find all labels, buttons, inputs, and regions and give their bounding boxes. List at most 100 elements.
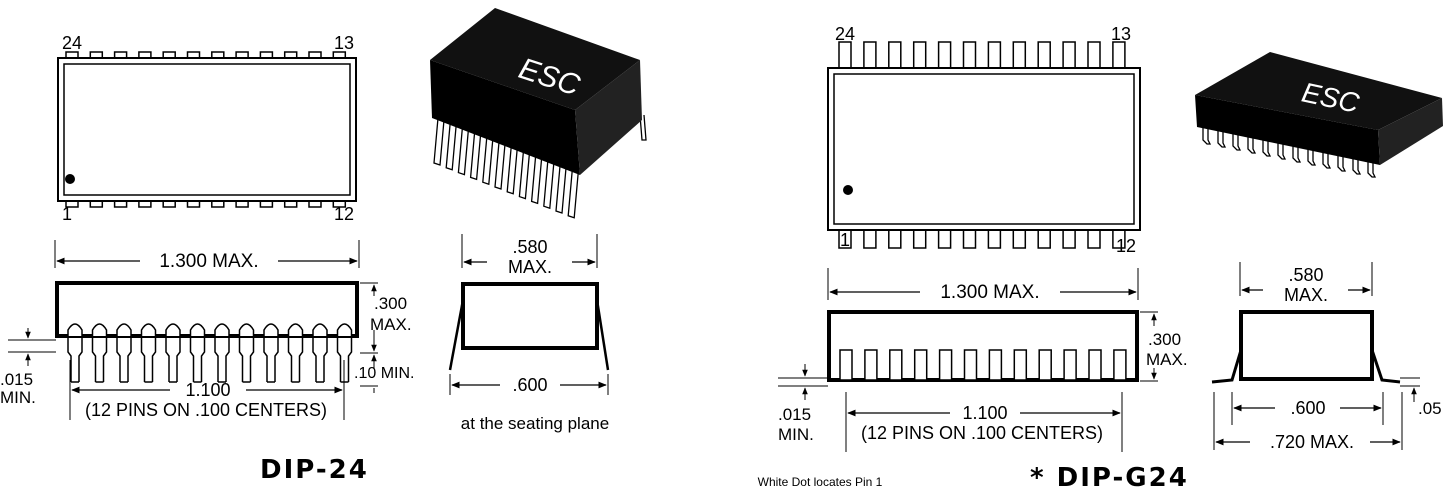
- pin: [263, 336, 279, 383]
- pin: [140, 336, 157, 383]
- leg: [1292, 146, 1302, 163]
- pin: [1038, 349, 1052, 381]
- leg: [518, 151, 531, 200]
- dip24-lead-suffix: MIN.: [0, 388, 36, 407]
- pin-label-24: 24: [62, 33, 82, 53]
- pin: [963, 349, 978, 381]
- pin1-dot: [843, 185, 853, 195]
- leg: [1247, 137, 1257, 154]
- dip24-standoff-label: .10 MIN.: [354, 365, 414, 382]
- pin: [165, 336, 181, 383]
- pin1-dot: [65, 174, 75, 184]
- dip24-side-view: 1.300 MAX. .300 MAX. .10 MIN. .015 MIN. …: [0, 240, 414, 420]
- leg: [469, 132, 482, 181]
- pin: [889, 349, 903, 381]
- leg: [555, 165, 567, 214]
- leg: [1352, 158, 1362, 175]
- leg: [1322, 152, 1332, 169]
- dip24-height-value: .300: [374, 294, 407, 313]
- dipg24-height-value: .300: [1148, 330, 1181, 349]
- leg: [1337, 155, 1347, 172]
- leg: [1262, 140, 1272, 157]
- dipg24-lead-suffix: MIN.: [778, 425, 814, 444]
- leg: [1202, 128, 1212, 145]
- dipg24-width-suffix: MAX.: [1284, 285, 1328, 305]
- pin-shoulder: [336, 323, 353, 336]
- dipg24-bottom-pins: [838, 227, 1126, 249]
- dipg24-row-spacing: .600: [1290, 398, 1325, 418]
- leg: [433, 117, 445, 166]
- pin: [116, 336, 132, 383]
- pin: [1088, 349, 1102, 381]
- pin: [189, 336, 206, 383]
- dip24-pitch-note: (12 PINS ON .100 CENTERS): [85, 400, 327, 420]
- pin-shoulder: [312, 323, 328, 336]
- dipg24-3d-view: ESC: [1195, 52, 1443, 178]
- pin: [91, 336, 108, 383]
- dip24-row-spacing: .600: [512, 375, 547, 395]
- dipg24-length-label: 1.300 MAX.: [940, 282, 1039, 303]
- leg: [457, 127, 470, 176]
- leg: [494, 141, 506, 190]
- dip24-length-label: 1.300 MAX.: [159, 251, 258, 272]
- dipg24-pitch-note: (12 PINS ON .100 CENTERS): [861, 423, 1103, 443]
- pin: [1013, 349, 1028, 381]
- dip24-width-suffix: MAX.: [508, 257, 552, 277]
- dip24-title: DIP-24: [260, 455, 369, 485]
- leg: [482, 137, 494, 186]
- pin: [1063, 349, 1077, 381]
- pin-label-12: 12: [334, 204, 354, 224]
- pin-shoulder: [214, 323, 230, 336]
- dip24-height-suffix: MAX.: [370, 315, 412, 334]
- leg: [567, 170, 579, 219]
- pin: [988, 349, 1003, 381]
- pin-label-13: 13: [334, 33, 354, 53]
- pin: [913, 349, 928, 381]
- pin-shoulder: [140, 323, 157, 336]
- dip24-3d-legs: [433, 114, 647, 219]
- pin: [864, 349, 878, 381]
- leg: [1217, 131, 1227, 148]
- dipg24-top-pins: [838, 41, 1126, 71]
- pin: [987, 41, 1002, 71]
- pin: [938, 349, 953, 381]
- leg: [639, 114, 647, 141]
- pin: [1113, 349, 1127, 381]
- dip24-3d-view: ESC: [430, 8, 647, 219]
- dipg24-title: * DIP-G24: [1030, 463, 1189, 489]
- leg: [530, 156, 543, 205]
- pin: [962, 41, 977, 71]
- pin-label-1: 1: [840, 230, 850, 250]
- dip24-side-pins: [67, 323, 353, 383]
- leg: [445, 122, 457, 171]
- dip24-pitch-span: 1.100: [185, 380, 230, 400]
- pin: [312, 336, 328, 383]
- dip24-row-note: at the seating plane: [461, 414, 609, 433]
- dip24-end-view: .580 MAX. .600 at the seating plane: [448, 234, 610, 433]
- pin-shoulder: [238, 323, 255, 336]
- leg: [1307, 149, 1317, 166]
- pin: [912, 41, 927, 71]
- dipg24-3d-legs: [1202, 128, 1377, 178]
- pin: [888, 41, 902, 71]
- pin: [1012, 41, 1027, 71]
- pin-shoulder: [287, 323, 304, 336]
- pin: [863, 41, 877, 71]
- pin: [839, 349, 853, 381]
- dipg24-side-pins: [839, 349, 1127, 381]
- pin-shoulder: [67, 323, 83, 336]
- pin: [1112, 41, 1126, 71]
- pin-shoulder: [165, 323, 181, 336]
- pin-label-12: 12: [1116, 236, 1136, 256]
- pin-label-13: 13: [1111, 24, 1131, 44]
- dip24-top-pins: [65, 51, 347, 61]
- dipg24-top-view: 24 13 1 12: [827, 24, 1141, 256]
- dipg24-foot-thickness: .05: [1418, 399, 1442, 418]
- pin: [1037, 41, 1051, 71]
- dip24-width-value: .580: [512, 237, 547, 257]
- dip24-lead-value: .015: [0, 370, 33, 389]
- dip24-top-view: 24 13 1 12: [57, 33, 357, 224]
- dipg24-width-value: .580: [1288, 265, 1323, 285]
- pin: [67, 336, 83, 383]
